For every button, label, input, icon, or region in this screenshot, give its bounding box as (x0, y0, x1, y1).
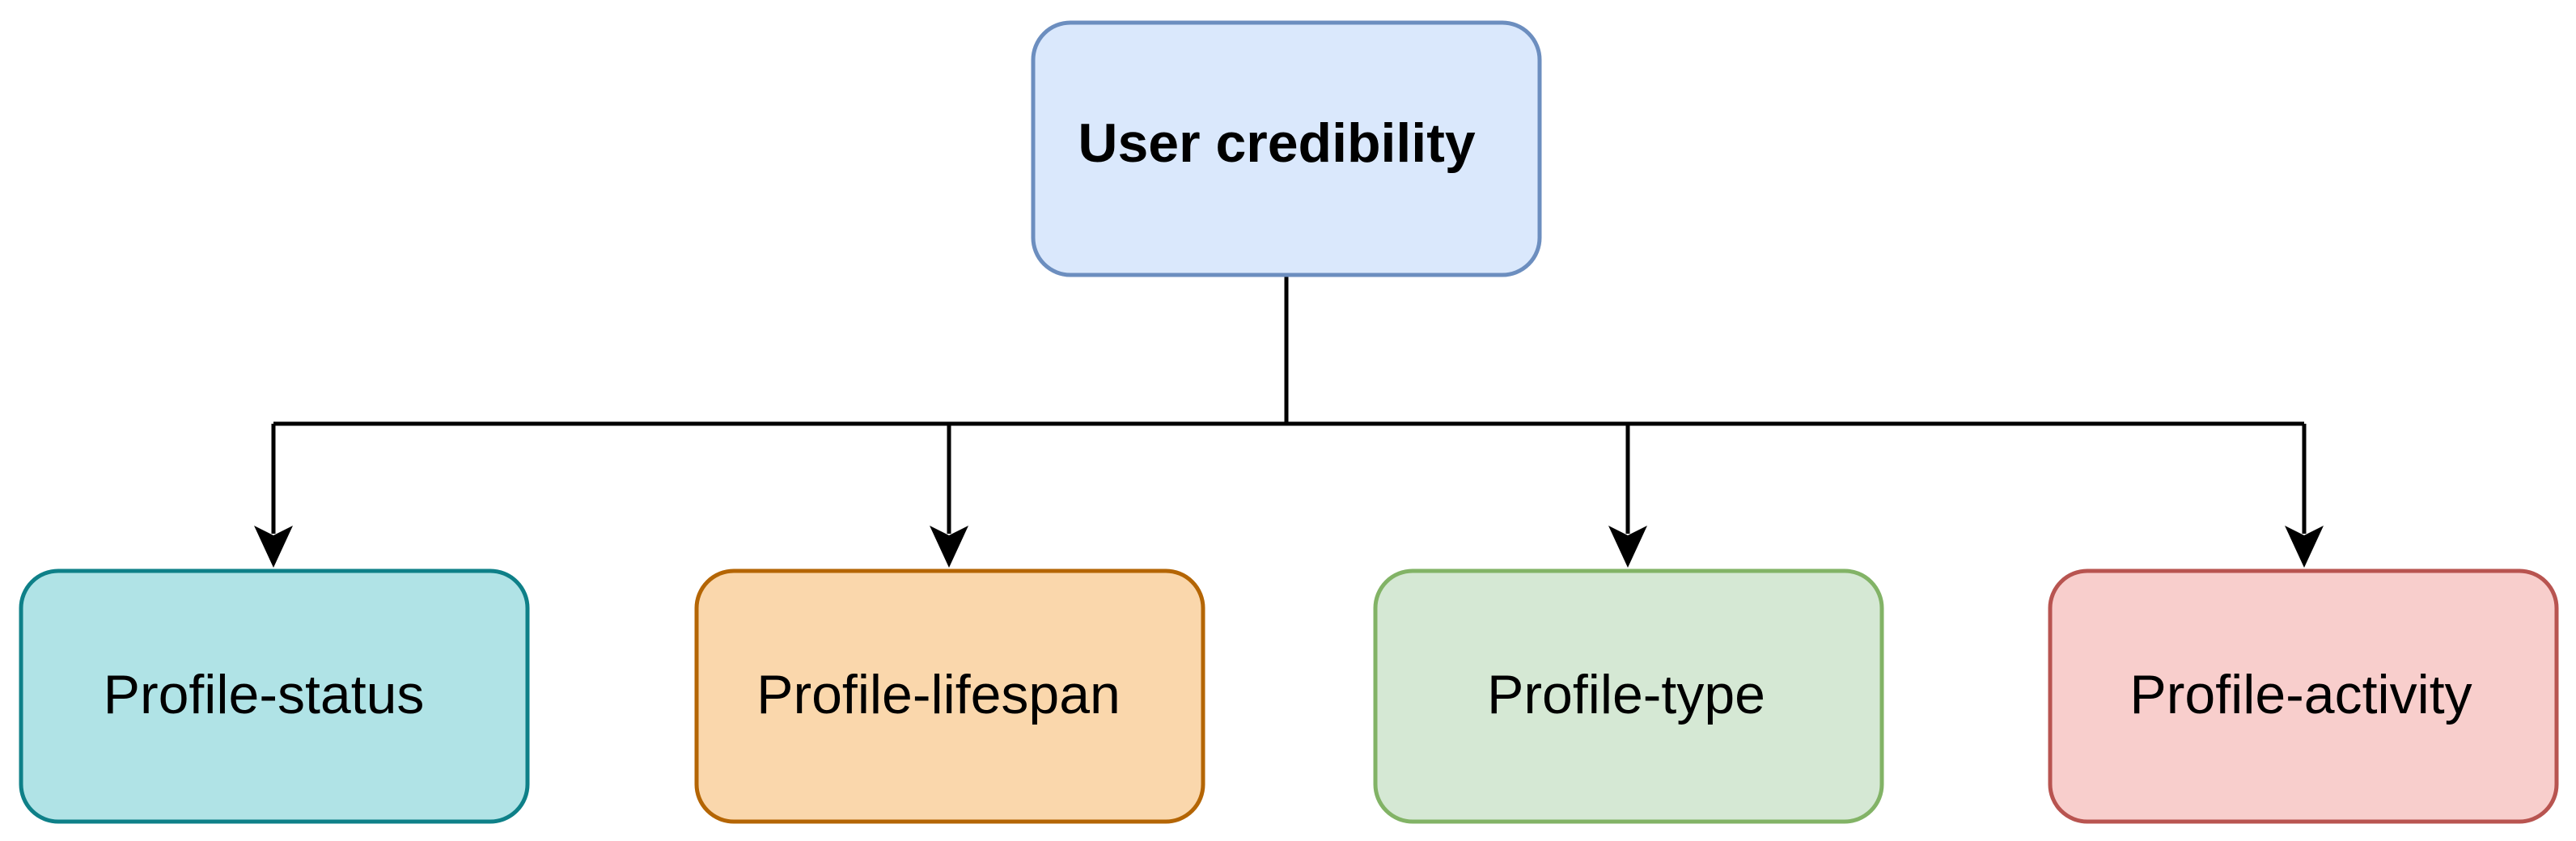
child-node-label: Profile-type (1487, 664, 1765, 725)
child-node-box (19, 568, 530, 824)
arrowheads (254, 526, 2324, 568)
root-node-user-credibility: User credibility (1031, 20, 1542, 277)
root-node-box (1031, 20, 1542, 277)
arrowhead-profile-lifespan (930, 526, 968, 568)
connectors (271, 275, 2307, 534)
child-node-profile-activity: Profile-activity (2048, 568, 2559, 824)
child-node-box (694, 568, 1205, 824)
child-nodes: Profile-status Profile-lifespan Profile-… (19, 568, 2559, 824)
child-node-box (1373, 568, 1884, 824)
child-node-box (2048, 568, 2559, 824)
arrowhead-profile-status (254, 526, 293, 568)
root-node-label: User credibility (1078, 112, 1475, 174)
child-node-label: Profile-status (104, 664, 425, 725)
child-node-label: Profile-lifespan (756, 664, 1121, 725)
arrowhead-profile-type (1608, 526, 1647, 568)
child-node-label: Profile-activity (2129, 664, 2472, 725)
child-node-profile-lifespan: Profile-lifespan (694, 568, 1205, 824)
child-node-profile-status: Profile-status (19, 568, 530, 824)
arrowhead-profile-activity (2285, 526, 2324, 568)
child-node-profile-type: Profile-type (1373, 568, 1884, 824)
